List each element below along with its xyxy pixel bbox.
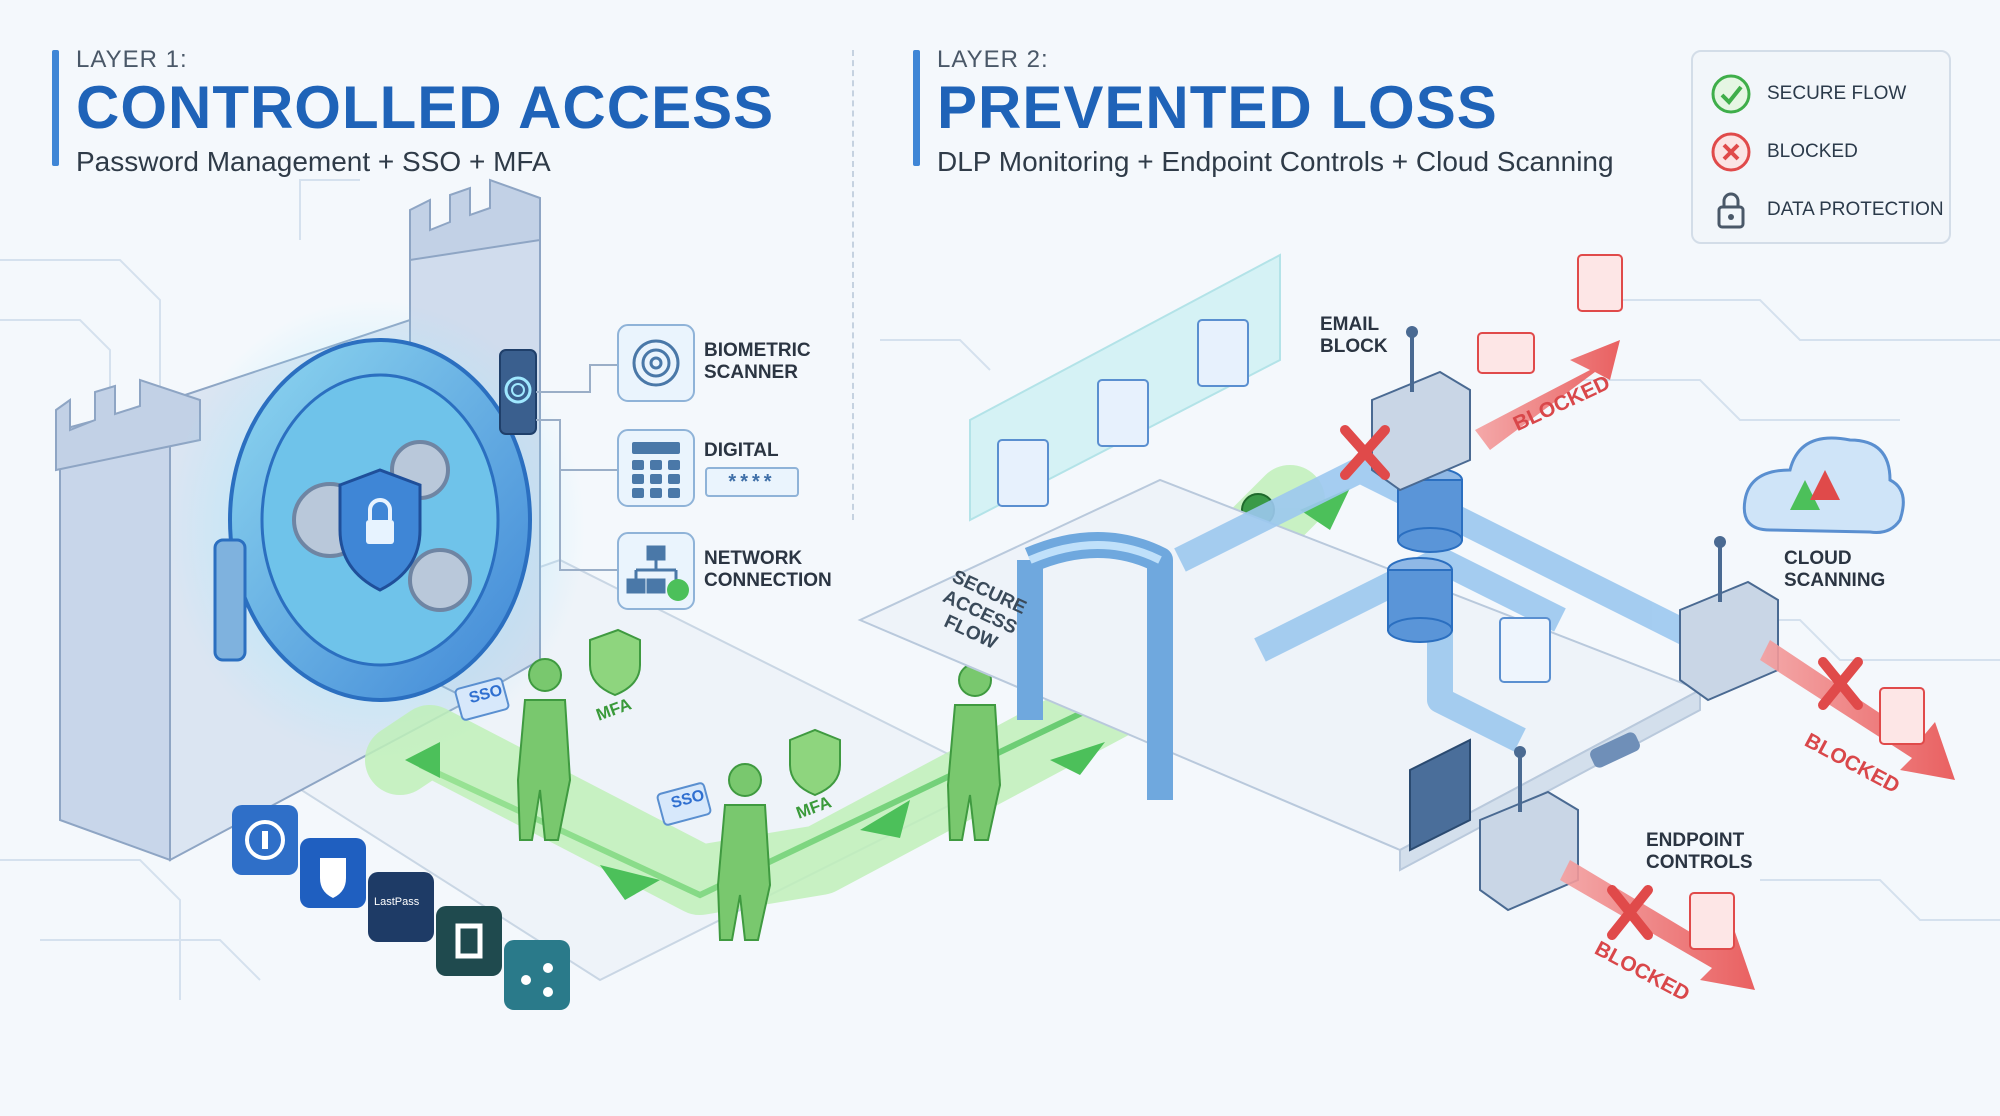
node-label-line: CLOUD xyxy=(1784,548,1852,569)
document-icon xyxy=(1577,254,1623,312)
email-block-label: EMAIL BLOCK xyxy=(1320,314,1388,358)
dlp-gateway-email xyxy=(1371,326,1471,492)
x-marks xyxy=(1340,425,1863,940)
layer2-title: PREVENTED LOSS xyxy=(937,74,1498,141)
layer2-kicker: LAYER 2: xyxy=(937,46,1049,73)
fingerprint-reader xyxy=(499,349,537,435)
right-turret xyxy=(409,178,541,262)
lastpass-tile-label: LastPass xyxy=(374,896,420,908)
protected-document-icon xyxy=(1197,319,1249,387)
auth-box-network xyxy=(617,532,695,610)
node-label-line: ENDPOINT xyxy=(1646,830,1745,851)
vault-hinge xyxy=(213,538,247,662)
node-label-line: CONTROLS xyxy=(1646,852,1753,873)
auth-connectors xyxy=(536,364,618,571)
layer2-header: LAYER 2: PREVENTED LOSS DLP Monitoring +… xyxy=(913,46,1614,178)
document-panel xyxy=(969,253,1281,522)
envelope-icon xyxy=(1477,332,1535,374)
layer1-subtitle: Password Management + SSO + MFA xyxy=(76,146,551,177)
dlp-gateway-endpoint xyxy=(1479,746,1579,912)
protected-document-icon xyxy=(1097,379,1149,447)
legend-item-blocked: BLOCKED xyxy=(1711,130,1858,174)
auth-label-line: DIGITAL xyxy=(704,440,779,461)
password-manager-tiles xyxy=(232,805,570,1010)
auth-label-line: BIOMETRIC xyxy=(704,340,811,361)
document-icon xyxy=(1689,892,1735,950)
legend-item-protection: DATA PROTECTION xyxy=(1711,188,1944,232)
legend-item-secure: SECURE FLOW xyxy=(1711,72,1906,116)
legend-label: SECURE FLOW xyxy=(1767,83,1907,104)
x-circle-icon xyxy=(1711,132,1751,172)
layer-divider xyxy=(852,50,854,520)
auth-label-line: CONNECTION xyxy=(704,570,832,591)
auth-label-line: NETWORK xyxy=(704,548,803,569)
dlp-gateway-cloud xyxy=(1679,536,1779,702)
legend-label: BLOCKED xyxy=(1767,141,1858,162)
database-icon xyxy=(1387,557,1453,643)
check-icon xyxy=(667,579,689,601)
gear-icon xyxy=(408,548,472,612)
accent-bar xyxy=(52,50,59,166)
layer1-title: CONTROLLED ACCESS xyxy=(76,74,775,141)
node-label-line: BLOCK xyxy=(1320,336,1388,357)
person-icon xyxy=(516,658,572,841)
laptop-icon xyxy=(1409,738,1471,852)
padlock-icon xyxy=(1717,192,1745,229)
cloud-scanning-label: CLOUD SCANNING xyxy=(1784,548,1885,592)
legend: SECURE FLOW BLOCKED DATA PROTECTION xyxy=(1691,50,1951,244)
layer1-header: LAYER 1: CONTROLLED ACCESS Password Mana… xyxy=(52,46,774,178)
arrow-left xyxy=(405,742,440,778)
vault-door xyxy=(165,300,585,760)
node-label-line: EMAIL xyxy=(1320,314,1380,335)
usb-drive-icon xyxy=(1590,732,1640,768)
access-gate xyxy=(1017,532,1173,800)
arrow xyxy=(860,800,910,838)
arrow xyxy=(600,865,660,900)
fingerprint-icon xyxy=(632,339,680,387)
sso-cards xyxy=(454,677,712,826)
leaked-documents xyxy=(1477,254,1925,950)
accent-bar xyxy=(913,50,920,166)
pin-field: **** xyxy=(705,467,799,497)
auth-label-digital: DIGITAL xyxy=(704,440,779,462)
auth-label-biometric: BIOMETRIC SCANNER xyxy=(704,340,811,384)
auth-box-digital xyxy=(617,429,695,507)
protected-document-icon xyxy=(997,439,1049,507)
endpoint-controls-label: ENDPOINT CONTROLS xyxy=(1646,830,1753,874)
auth-box-biometric xyxy=(617,324,695,402)
legend-label: DATA PROTECTION xyxy=(1767,199,1944,220)
document-icon xyxy=(1499,617,1551,683)
check-circle-icon xyxy=(1711,74,1751,114)
arrow xyxy=(1050,742,1105,775)
mfa-shields xyxy=(589,628,841,797)
document-icon xyxy=(1879,687,1925,745)
layer1-kicker: LAYER 1: xyxy=(76,46,188,73)
node-label-line: SCANNING xyxy=(1784,570,1886,591)
person-icon xyxy=(946,663,1002,841)
auth-label-network: NETWORK CONNECTION xyxy=(704,548,832,592)
auth-label-line: SCANNER xyxy=(704,362,798,383)
network-icon xyxy=(626,545,678,594)
arrow xyxy=(1300,488,1350,530)
keypad-icon xyxy=(632,442,680,498)
layer2-subtitle: DLP Monitoring + Endpoint Controls + Clo… xyxy=(937,146,1614,177)
cloud-icon xyxy=(1742,436,1905,534)
person-icon xyxy=(716,763,772,941)
